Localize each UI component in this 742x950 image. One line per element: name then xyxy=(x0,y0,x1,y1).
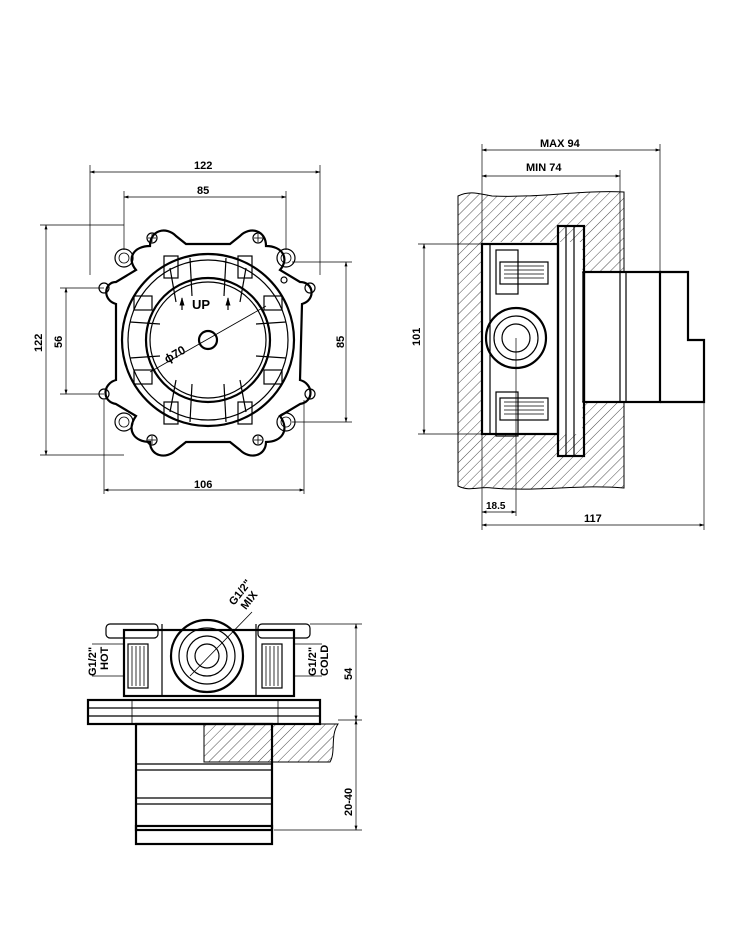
dimension-label: 101 xyxy=(411,328,423,346)
dim-width-outer: 122 xyxy=(89,160,321,275)
dim-wall-range: 20-40 xyxy=(274,719,362,831)
side-view: MAX 94 MIN 74 101 18.5 117 xyxy=(411,138,706,530)
up-label: UP xyxy=(192,297,210,312)
up-marking: UP xyxy=(179,297,231,312)
dimension-label: 106 xyxy=(194,479,212,491)
dimension-label: COLD xyxy=(319,645,331,676)
dimension-label: 20-40 xyxy=(343,788,355,816)
dimension-label: G1/2" xyxy=(307,647,319,676)
front-ribs xyxy=(129,255,287,425)
hot-label: G1/2" HOT xyxy=(87,643,124,677)
dimension-label: MAX 94 xyxy=(540,138,581,150)
dim-height-holes: 85 xyxy=(292,261,352,423)
dim-height-inner: 56 xyxy=(53,287,104,395)
dimension-label: HOT xyxy=(99,647,111,671)
dim-height-outer: 122 xyxy=(33,224,124,456)
dimension-label: MIN 74 xyxy=(526,162,562,174)
mix-port xyxy=(169,618,245,694)
bottom-flange xyxy=(86,698,322,726)
side-cover xyxy=(582,270,662,404)
cold-label: G1/2" COLD xyxy=(294,643,331,677)
dim-total-depth: 117 xyxy=(481,402,705,530)
dim-bottom-width: 106 xyxy=(103,400,305,494)
front-view: ϕ70 UP xyxy=(33,160,352,494)
dimension-label: 54 xyxy=(343,667,355,680)
mix-label: G1/2" MIX xyxy=(227,578,261,613)
center-diameter-label: ϕ70 xyxy=(162,343,189,366)
dim-width-holes: 85 xyxy=(123,185,287,250)
dim-bottom-height: 54 xyxy=(310,623,362,721)
dim-max-depth: MAX 94 xyxy=(481,138,661,272)
front-center-bore xyxy=(144,276,272,404)
dim-side-height: 101 xyxy=(411,243,496,435)
dim-min-depth: MIN 74 xyxy=(481,162,621,272)
dimension-label: 122 xyxy=(33,334,45,352)
bottom-housing xyxy=(122,628,296,698)
dimension-label: 122 xyxy=(194,160,212,172)
dimension-label: 18.5 xyxy=(486,501,506,512)
dim-offset: 18.5 xyxy=(481,338,517,530)
dimension-label: 85 xyxy=(335,336,347,348)
dimension-label: G1/2" xyxy=(87,647,99,676)
front-body-circle xyxy=(120,252,296,428)
front-flange-outline xyxy=(104,229,313,457)
dimension-label: 85 xyxy=(197,185,209,197)
screws xyxy=(146,232,264,446)
dimension-label: 56 xyxy=(53,336,65,348)
dimension-label: 117 xyxy=(584,513,602,525)
bottom-view: G1/2" MIX G1/2" HOT G1/2" COLD 54 20-40 xyxy=(86,578,362,846)
